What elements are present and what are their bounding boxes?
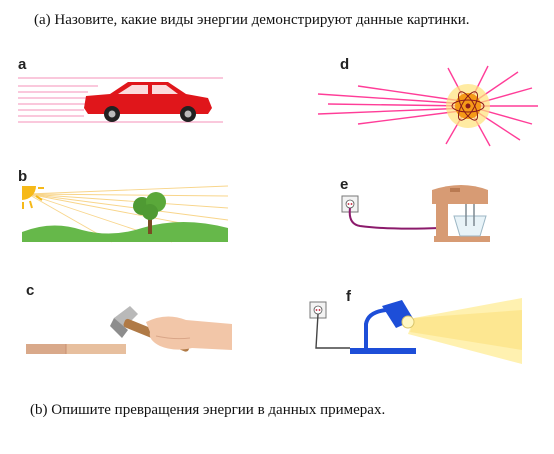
picture-a-car — [18, 77, 223, 123]
question-b: (b) Опишите превращения энергии в данных… — [30, 402, 386, 418]
socket-icon — [341, 195, 359, 213]
label-c: c — [26, 282, 35, 299]
picture-d-star — [317, 65, 538, 147]
picture-e-mixer — [341, 185, 490, 242]
picture-c-hammer — [26, 306, 232, 354]
lamp-icon — [382, 300, 415, 329]
picture-f-lamp — [309, 298, 522, 364]
label-e: e — [340, 176, 349, 193]
socket-icon — [309, 301, 327, 319]
label-f: f — [346, 288, 351, 305]
label-a: a — [18, 56, 27, 73]
label-b: b — [18, 168, 28, 185]
question-a: (a) Назовите, какие виды энергии демонст… — [34, 12, 470, 28]
label-d: d — [340, 56, 350, 73]
mixer-icon — [432, 185, 490, 242]
tree-icon — [133, 192, 166, 234]
picture-b-sun-tree — [22, 185, 229, 243]
atom-icon — [451, 91, 485, 121]
sun-icon — [22, 186, 44, 209]
car-icon — [84, 82, 212, 122]
hand-icon — [146, 316, 232, 350]
